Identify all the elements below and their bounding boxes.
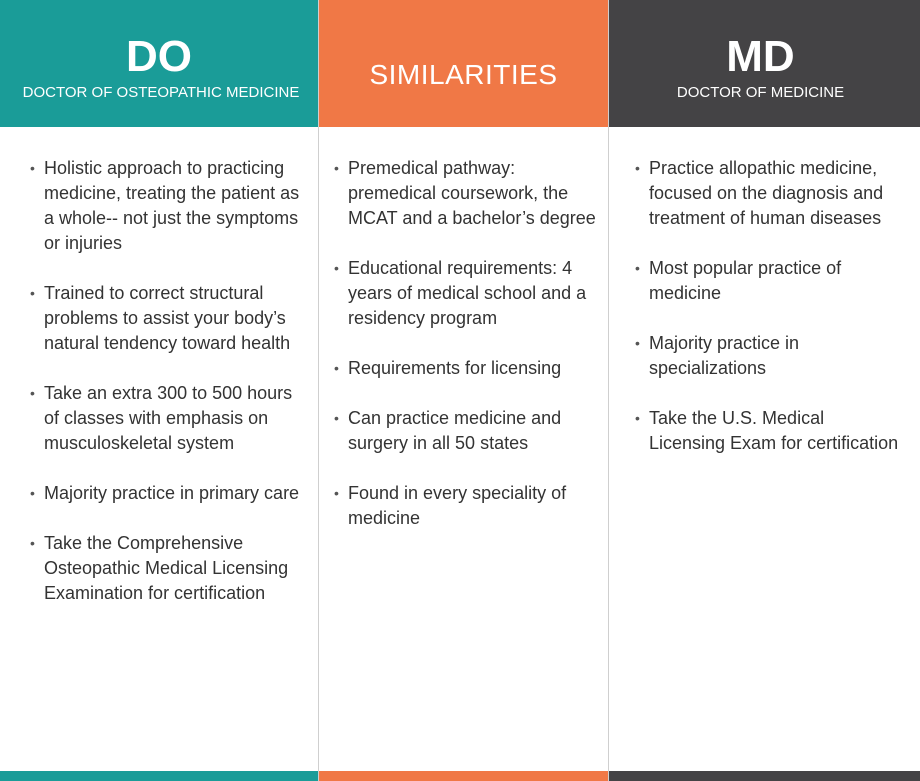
list-item-text: Premedical pathway: premedical coursewor… bbox=[348, 158, 596, 228]
do-header: DO DOCTOR OF OSTEOPATHIC MEDICINE bbox=[0, 0, 318, 127]
md-list: • Practice allopathic medicine, focused o… bbox=[635, 156, 899, 481]
md-subtitle: DOCTOR OF MEDICINE bbox=[676, 84, 845, 101]
list-item: • Educational requirements: 4 years of me… bbox=[334, 256, 598, 331]
list-item: • Trained to correct structural problems … bbox=[30, 281, 304, 356]
do-list: • Holistic approach to practicing medicin… bbox=[30, 156, 304, 631]
list-item-text: Holistic approach to practicing medicine… bbox=[44, 158, 300, 253]
bullet-icon: • bbox=[334, 410, 339, 426]
bullet-icon: • bbox=[30, 285, 35, 301]
list-item-text: Found in every speciality of medicine bbox=[348, 483, 567, 528]
list-item-text: Most popular practice of medicine bbox=[649, 258, 842, 303]
bullet-icon: • bbox=[635, 410, 640, 426]
list-item: • Found in every speciality of medicine bbox=[334, 481, 598, 531]
list-item-text: Requirements for licensing bbox=[348, 358, 562, 378]
list-item-text: Practice allopathic medicine, focused on… bbox=[649, 158, 884, 228]
list-item-text: Majority practice in primary care bbox=[44, 483, 300, 503]
list-item: • Take an extra 300 to 500 hours of class… bbox=[30, 381, 304, 456]
bullet-icon: • bbox=[334, 260, 339, 276]
md-title: MD bbox=[726, 32, 795, 81]
list-item: • Requirements for licensing bbox=[334, 356, 598, 381]
list-item: • Holistic approach to practicing medicin… bbox=[30, 156, 304, 256]
similarities-list: • Premedical pathway: premedical coursewo… bbox=[334, 156, 598, 556]
md-bottom-bar bbox=[609, 771, 920, 781]
list-item: • Majority practice in primary care bbox=[30, 481, 304, 506]
similarities-header: SIMILARITIES bbox=[319, 0, 608, 127]
bullet-icon: • bbox=[30, 535, 35, 551]
bullet-icon: • bbox=[334, 360, 339, 376]
bullet-icon: • bbox=[334, 485, 339, 501]
list-item-text: Majority practice in specializations bbox=[649, 333, 800, 378]
list-item: • Premedical pathway: premedical coursewo… bbox=[334, 156, 598, 231]
do-bottom-bar bbox=[0, 771, 318, 781]
list-item: • Practice allopathic medicine, focused o… bbox=[635, 156, 899, 231]
do-column: DO DOCTOR OF OSTEOPATHIC MEDICINE • Holis… bbox=[0, 0, 318, 781]
list-item-text: Take an extra 300 to 500 hours of classe… bbox=[44, 383, 293, 453]
list-item-text: Take the Comprehensive Osteopathic Medic… bbox=[44, 533, 289, 603]
list-item: • Take the Comprehensive Osteopathic Medi… bbox=[30, 531, 304, 606]
list-item: • Take the U.S. Medical Licensing Exam fo… bbox=[635, 406, 899, 456]
bullet-icon: • bbox=[334, 160, 339, 176]
do-subtitle: DOCTOR OF OSTEOPATHIC MEDICINE bbox=[22, 84, 300, 101]
md-header: MD DOCTOR OF MEDICINE bbox=[609, 0, 920, 127]
list-item-text: Take the U.S. Medical Licensing Exam for… bbox=[649, 408, 899, 453]
list-item-text: Can practice medicine and surgery in all… bbox=[348, 408, 562, 453]
bullet-icon: • bbox=[30, 485, 35, 501]
list-item: • Majority practice in specializations bbox=[635, 331, 899, 381]
do-title: DO bbox=[126, 32, 192, 81]
similarities-column: SIMILARITIES • Premedical pathway: premed… bbox=[319, 0, 608, 781]
similarities-bottom-bar bbox=[319, 771, 608, 781]
bullet-icon: • bbox=[635, 260, 640, 276]
bullet-icon: • bbox=[30, 385, 35, 401]
column-divider bbox=[318, 0, 319, 781]
bullet-icon: • bbox=[635, 160, 640, 176]
list-item-text: Educational requirements: 4 years of med… bbox=[348, 258, 587, 328]
list-item: • Can practice medicine and surgery in al… bbox=[334, 406, 598, 456]
list-item: • Most popular practice of medicine bbox=[635, 256, 899, 306]
md-column: MD DOCTOR OF MEDICINE • Practice allopath… bbox=[609, 0, 920, 781]
bullet-icon: • bbox=[30, 160, 35, 176]
bullet-icon: • bbox=[635, 335, 640, 351]
column-divider bbox=[608, 0, 609, 781]
list-item-text: Trained to correct structural problems t… bbox=[44, 283, 291, 353]
similarities-title: SIMILARITIES bbox=[369, 59, 558, 90]
